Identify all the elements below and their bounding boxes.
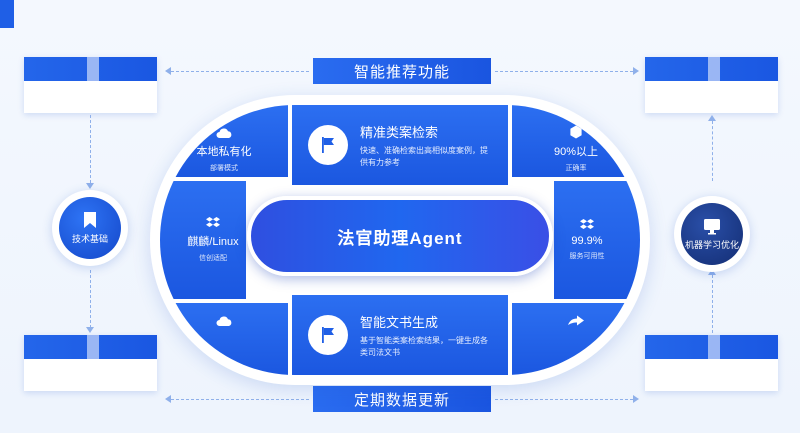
feature-title: 智能文书生成 xyxy=(360,314,439,330)
feature-title: 精准类案检索 xyxy=(360,124,439,140)
banner-data-update: 定期数据更新 xyxy=(313,386,491,412)
flag-icon xyxy=(322,327,334,343)
connector-right-upper xyxy=(712,121,713,181)
connector-left-upper xyxy=(90,115,91,183)
segment-right-top: 90%以上 正确率 xyxy=(512,105,640,177)
segment-precise-search: 精准类案检索 快速、准确检索出高相似度案例，提供有力参考 xyxy=(292,105,508,185)
center-agent-pill: 法官助理Agent xyxy=(247,196,553,276)
card-top-left xyxy=(24,57,157,113)
segment-title: 90%以上 xyxy=(553,146,599,158)
share-icon xyxy=(568,315,584,326)
feature-description: 快速、准确检索出高相似度案例，提供有力参考 xyxy=(360,145,488,167)
arrow-up-icon xyxy=(708,115,716,121)
card-bottom-left xyxy=(24,335,157,391)
monitor-icon xyxy=(704,219,720,235)
top-accent-bar xyxy=(0,0,14,28)
banner-smart-recommend: 智能推荐功能 xyxy=(313,58,491,84)
segment-subtitle: 服务可用性 xyxy=(569,253,605,260)
connector-top-right xyxy=(495,71,633,72)
hexagon-icon xyxy=(570,125,582,139)
segment-smart-document: 智能文书生成 基于智能类案检索结果，一键生成各类司法文书 xyxy=(292,295,508,375)
arrow-up-icon xyxy=(708,269,716,275)
circle-ml-optimization: 机器学习优化 xyxy=(674,196,750,272)
segment-title: 99.9% xyxy=(571,235,603,247)
cloud-icon xyxy=(216,128,232,138)
segment-subtitle: 正确率 xyxy=(565,165,587,172)
segment-title: 麒麟/Linux xyxy=(187,236,239,248)
arrow-right-icon xyxy=(633,67,639,75)
dropbox-icon xyxy=(580,219,594,229)
bookmark-icon xyxy=(84,212,96,228)
connector-bottom-right xyxy=(495,399,633,400)
segment-subtitle: 部署模式 xyxy=(210,165,238,172)
arrow-down-icon xyxy=(86,183,94,189)
arrow-left-icon xyxy=(165,67,171,75)
segment-left-bottom xyxy=(160,303,288,375)
circle-tech-foundation: 技术基础 xyxy=(52,190,128,266)
feature-description: 基于智能类案检索结果，一键生成各类司法文书 xyxy=(360,335,488,357)
connector-left-lower xyxy=(90,270,91,328)
cloud-icon xyxy=(216,316,232,326)
connector-bottom-left xyxy=(171,399,309,400)
feature-icon-circle xyxy=(308,315,348,355)
segment-title: 本地私有化 xyxy=(196,146,252,158)
segment-right-mid: 99.9% 服务可用性 xyxy=(554,181,640,299)
circle-label: 技术基础 xyxy=(71,234,108,244)
card-top-right xyxy=(645,57,778,113)
segment-subtitle: 信创适配 xyxy=(199,255,227,262)
segment-right-bottom xyxy=(512,303,640,375)
dropbox-icon xyxy=(206,217,220,227)
flag-icon xyxy=(322,137,334,153)
arrow-left-icon xyxy=(165,395,171,403)
arrow-down-icon xyxy=(86,327,94,333)
circle-label: 机器学习优化 xyxy=(684,240,739,250)
segment-left-top: 本地私有化 部署模式 xyxy=(160,105,288,177)
feature-icon-circle xyxy=(308,125,348,165)
diagram-ring: 本地私有化 部署模式 麒麟/Linux 信创适配 精准类案检索 快速、准确检索出… xyxy=(160,105,640,375)
card-bottom-right xyxy=(645,335,778,391)
arrow-right-icon xyxy=(633,395,639,403)
segment-left-mid: 麒麟/Linux 信创适配 xyxy=(160,181,246,299)
connector-right-lower xyxy=(712,275,713,333)
connector-top-left xyxy=(171,71,309,72)
